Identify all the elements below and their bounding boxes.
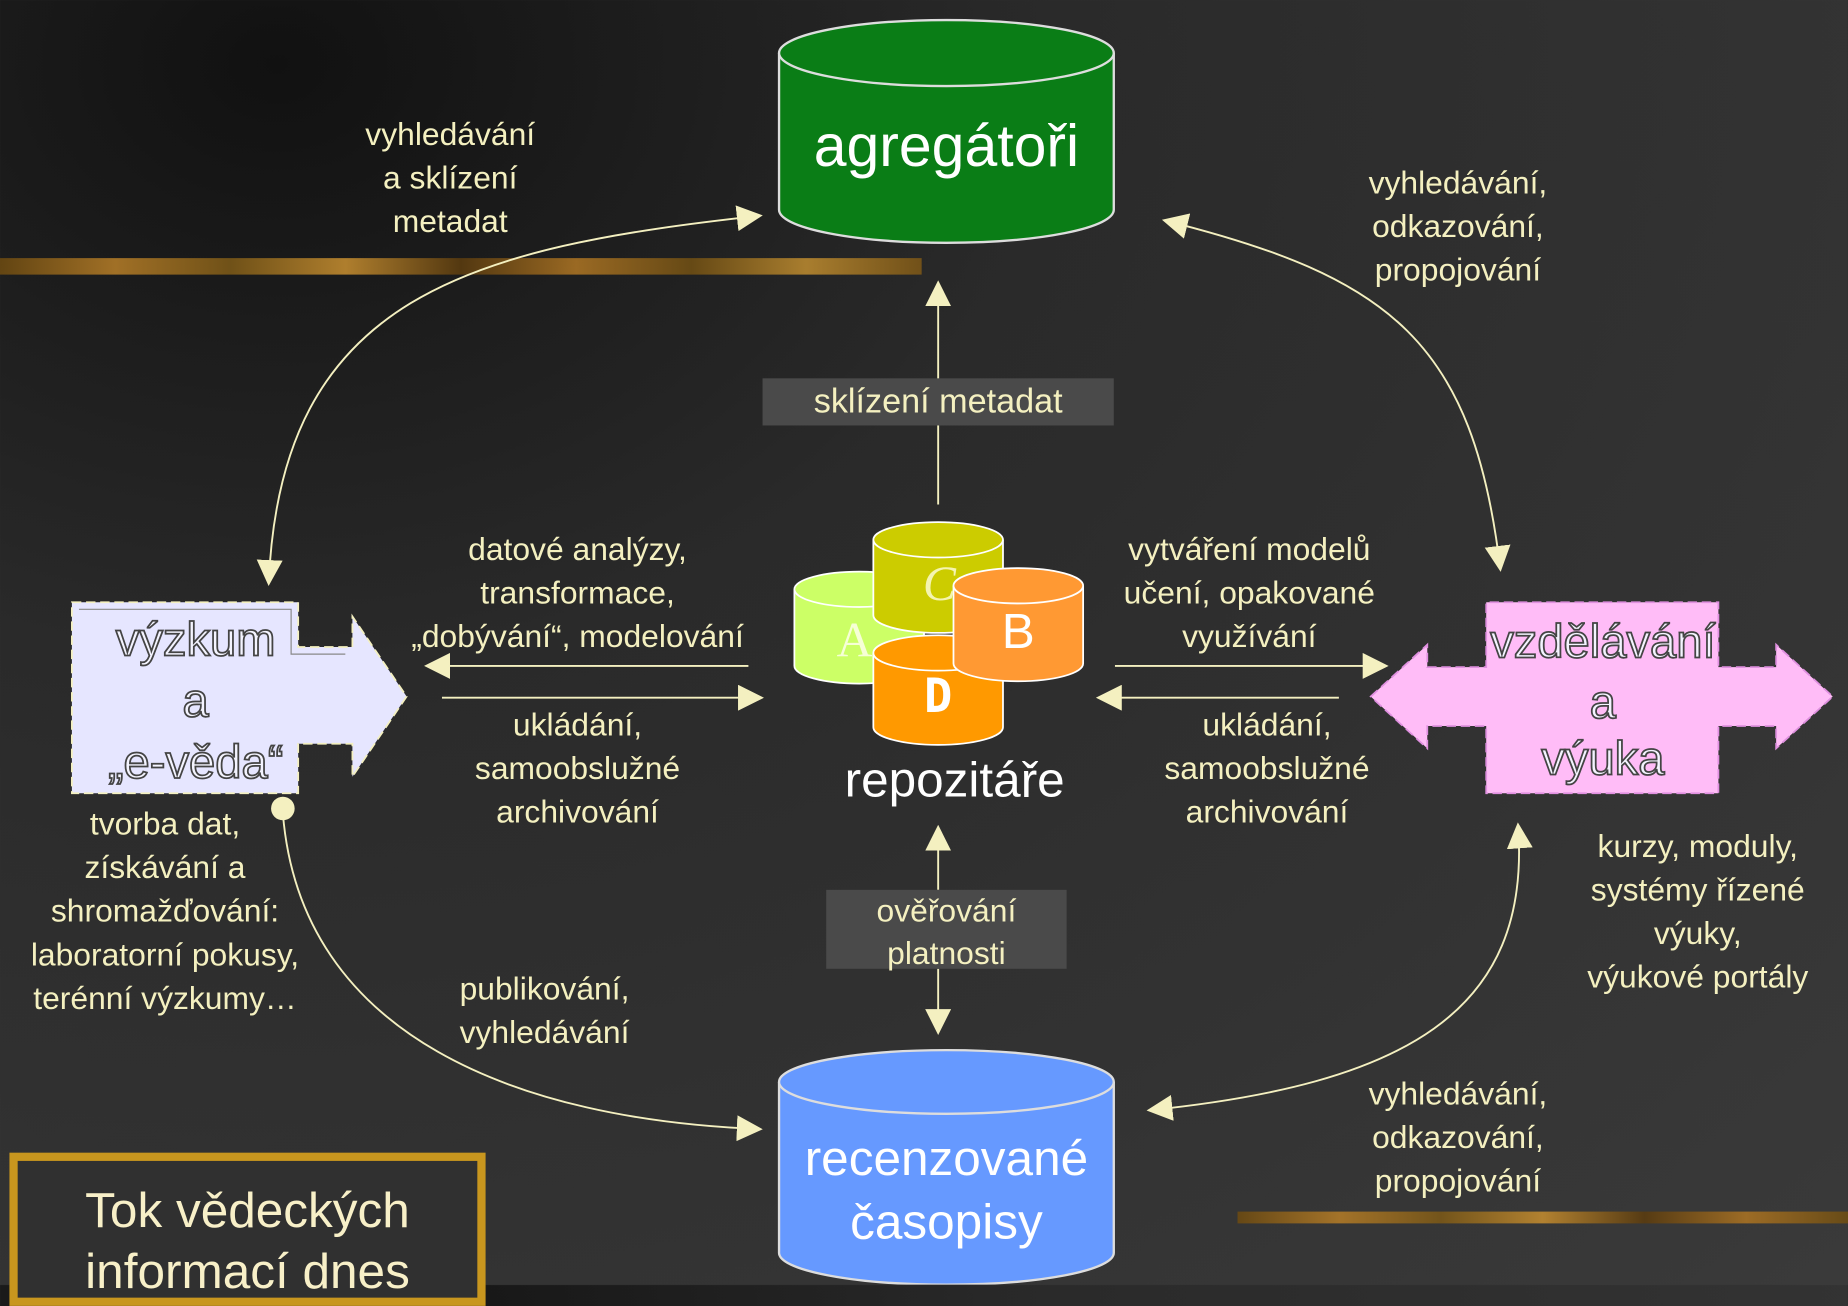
- arc-research-aggregators: [256, 205, 763, 586]
- arc-research-journals: [281, 813, 763, 1142]
- repo-letter-b: B: [1001, 603, 1035, 659]
- journals-label-line1: recenzované: [804, 1130, 1089, 1186]
- aggregators-label: agregátoři: [813, 113, 1080, 180]
- arc-journals-education: [1146, 822, 1533, 1121]
- label-search-link-bottom: vyhledávání,odkazování,propojování: [1368, 1076, 1548, 1199]
- aggregators-cylinder: [777, 18, 1115, 244]
- education-double-arrow: [1369, 601, 1835, 795]
- research-label-line1: výzkum: [115, 613, 277, 667]
- diagram-title-line1: Tok vědeckých: [85, 1182, 410, 1238]
- journals-label-line2: časopisy: [850, 1193, 1043, 1250]
- repo-letter-d: D: [923, 669, 953, 724]
- journals-cylinder: [777, 1048, 1115, 1285]
- research-label-line3: „e-věda“: [107, 736, 284, 790]
- arc-aggregators-education: [1161, 213, 1511, 572]
- repo-cylinder-b: [952, 567, 1085, 683]
- label-publishing: publikování,vyhledávání: [459, 971, 630, 1051]
- education-label-line1: vzdělávání: [1489, 616, 1716, 670]
- diagram-title-line2: informací dnes: [85, 1243, 410, 1299]
- education-label-line3: výuka: [1540, 732, 1665, 786]
- label-search-link-top: vyhledávání,odkazování,propojování: [1368, 165, 1548, 288]
- decorative-stripe-bottom: [1237, 1211, 1848, 1224]
- diagram-title-box: Tok vědeckých informací dnes: [9, 1152, 486, 1306]
- repo-letter-a: A: [836, 614, 873, 669]
- label-data-analysis: datové analýzy,transformace,„dobývání“, …: [411, 531, 744, 655]
- research-block-arrow: [71, 601, 408, 821]
- repositories-label: repozitáře: [844, 751, 1065, 808]
- label-metadata-harvest: sklízení metadat: [762, 378, 1114, 426]
- repo-letter-c: C: [922, 557, 956, 612]
- education-label-line2: a: [1589, 676, 1617, 730]
- research-label-line2: a: [182, 674, 210, 728]
